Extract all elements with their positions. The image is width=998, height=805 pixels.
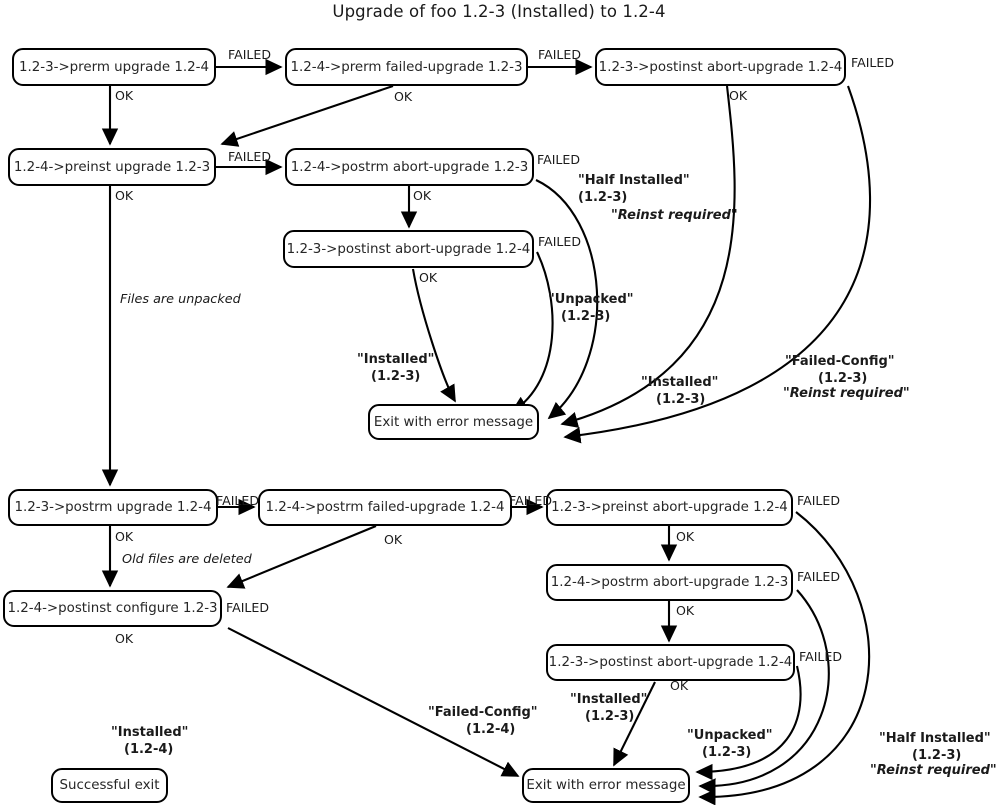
node-label: Exit with error message xyxy=(526,778,686,793)
node-postrm-abort-upgrade-low[interactable]: 1.2-4->postrm abort-upgrade 1.2-3 xyxy=(546,564,793,601)
node-label: 1.2-4->prerm failed-upgrade 1.2-3 xyxy=(290,59,523,75)
node-label: 1.2-4->postrm failed-upgrade 1.2-4 xyxy=(265,500,505,515)
edge-label-failed-6: FAILED xyxy=(538,234,582,249)
node-postinst-abort-upgrade-top[interactable]: 1.2-3->postinst abort-upgrade 1.2-4 xyxy=(595,48,846,86)
edge-label-ok-9: OK xyxy=(676,529,695,544)
node-label: 1.2-3->postinst abort-upgrade 1.2-4 xyxy=(598,59,843,75)
node-preinst-abort-upgrade[interactable]: 1.2-3->preinst abort-upgrade 1.2-4 xyxy=(546,489,793,526)
state-unpacked-top: "Unpacked" xyxy=(548,292,634,307)
edge-label-failed-7: FAILED xyxy=(216,493,260,508)
node-prerm-upgrade[interactable]: 1.2-3->prerm upgrade 1.2-4 xyxy=(12,48,216,86)
node-label: 1.2-3->prerm upgrade 1.2-4 xyxy=(18,59,210,75)
state-unpacked-bottom: "Unpacked" xyxy=(687,728,773,743)
node-postinst-abort-upgrade-mid[interactable]: 1.2-3->postinst abort-upgrade 1.2-4 xyxy=(283,230,534,268)
state-half-installed-bottom-reinst: "Reinst required" xyxy=(870,763,997,778)
node-preinst-upgrade[interactable]: 1.2-4->preinst upgrade 1.2-3 xyxy=(8,148,216,186)
state-failed-config-bottom: "Failed-Config" xyxy=(428,705,538,720)
state-installed-bottom: "Installed" xyxy=(570,692,648,707)
edge-note-files-unpacked: Files are unpacked xyxy=(120,292,241,307)
state-failed-config-top: "Failed-Config" xyxy=(785,354,895,369)
state-failed-config-bottom-version: (1.2-4) xyxy=(466,722,516,737)
edge-label-failed-5: FAILED xyxy=(537,152,581,167)
state-installed-top-right: "Installed" xyxy=(641,375,719,390)
state-installed-bottom-version: (1.2-3) xyxy=(585,709,635,724)
edge-label-failed-10: FAILED xyxy=(797,569,841,584)
state-unpacked-top-version: (1.2-3) xyxy=(561,309,611,324)
node-postinst-configure[interactable]: 1.2-4->postinst configure 1.2-3 xyxy=(3,590,222,627)
node-successful-exit[interactable]: Successful exit xyxy=(51,768,168,803)
node-label: Successful exit xyxy=(59,778,160,793)
node-postrm-failed-upgrade[interactable]: 1.2-4->postrm failed-upgrade 1.2-4 xyxy=(258,489,512,526)
page-title: Upgrade of foo 1.2-3 (Installed) to 1.2-… xyxy=(332,2,666,21)
edge-label-ok-8: OK xyxy=(384,532,403,547)
edge-label-failed-3: FAILED xyxy=(851,55,895,70)
state-installed-top-left-version: (1.2-3) xyxy=(371,369,421,384)
node-label: 1.2-3->postinst abort-upgrade 1.2-4 xyxy=(286,241,531,257)
edge-label-ok-5: OK xyxy=(413,188,432,203)
state-failed-config-top-reinst: "Reinst required" xyxy=(783,386,910,401)
node-label: 1.2-4->postrm abort-upgrade 1.2-3 xyxy=(550,575,789,590)
node-label: 1.2-4->preinst upgrade 1.2-3 xyxy=(13,159,211,175)
edge-label-failed-2: FAILED xyxy=(538,47,582,62)
edge-note-old-files-deleted: Old files are deleted xyxy=(122,552,252,567)
node-label: 1.2-4->postinst configure 1.2-3 xyxy=(7,601,218,616)
node-label: 1.2-3->postinst abort-upgrade 1.2-4 xyxy=(548,655,793,670)
edge-label-failed-12: FAILED xyxy=(226,600,270,615)
node-exit-with-error-message-top[interactable]: Exit with error message xyxy=(368,404,539,440)
state-installed-final-version: (1.2-4) xyxy=(124,742,174,757)
edge-label-ok-11: OK xyxy=(670,678,689,693)
edge-label-ok-10: OK xyxy=(676,603,695,618)
node-label: 1.2-4->postrm abort-upgrade 1.2-3 xyxy=(290,159,529,175)
edge-label-failed-1: FAILED xyxy=(228,47,272,62)
edge-label-ok-4: OK xyxy=(115,188,134,203)
edge-label-ok-7: OK xyxy=(115,529,134,544)
state-unpacked-bottom-version: (1.2-3) xyxy=(702,745,752,760)
edge-label-failed-8: FAILED xyxy=(509,493,553,508)
node-prerm-failed-upgrade[interactable]: 1.2-4->prerm failed-upgrade 1.2-3 xyxy=(285,48,528,86)
state-installed-top-left: "Installed" xyxy=(357,352,435,367)
node-label: 1.2-3->preinst abort-upgrade 1.2-4 xyxy=(551,500,788,515)
state-failed-config-top-version: (1.2-3) xyxy=(818,371,868,386)
state-half-installed-bottom-version: (1.2-3) xyxy=(912,748,962,763)
state-half-installed-top-reinst: "Reinst required" xyxy=(611,208,738,223)
edge-label-ok-3: OK xyxy=(729,88,748,103)
edge-label-ok-2: OK xyxy=(394,89,413,104)
edge-label-failed-11: FAILED xyxy=(799,649,843,664)
node-label: Exit with error message xyxy=(373,414,534,430)
node-postrm-upgrade[interactable]: 1.2-3->postrm upgrade 1.2-4 xyxy=(8,489,218,526)
edge-label-failed-4: FAILED xyxy=(228,149,272,164)
state-half-installed-top: "Half Installed" xyxy=(578,173,690,188)
node-postinst-abort-upgrade-low[interactable]: 1.2-3->postinst abort-upgrade 1.2-4 xyxy=(546,644,795,681)
state-installed-top-right-version: (1.2-3) xyxy=(656,392,706,407)
node-postrm-abort-upgrade-mid[interactable]: 1.2-4->postrm abort-upgrade 1.2-3 xyxy=(285,148,534,186)
edge-label-failed-9: FAILED xyxy=(797,493,841,508)
edge-label-ok-6: OK xyxy=(419,270,438,285)
edge-paths xyxy=(101,58,872,805)
state-half-installed-top-version: (1.2-3) xyxy=(578,190,628,205)
node-label: 1.2-3->postrm upgrade 1.2-4 xyxy=(14,500,212,515)
node-exit-with-error-message-bottom[interactable]: Exit with error message xyxy=(522,768,690,803)
state-half-installed-bottom: "Half Installed" xyxy=(879,731,991,746)
edge-label-ok-1: OK xyxy=(115,88,134,103)
edge-label-ok-12: OK xyxy=(115,631,134,646)
state-installed-final: "Installed" xyxy=(111,725,189,740)
